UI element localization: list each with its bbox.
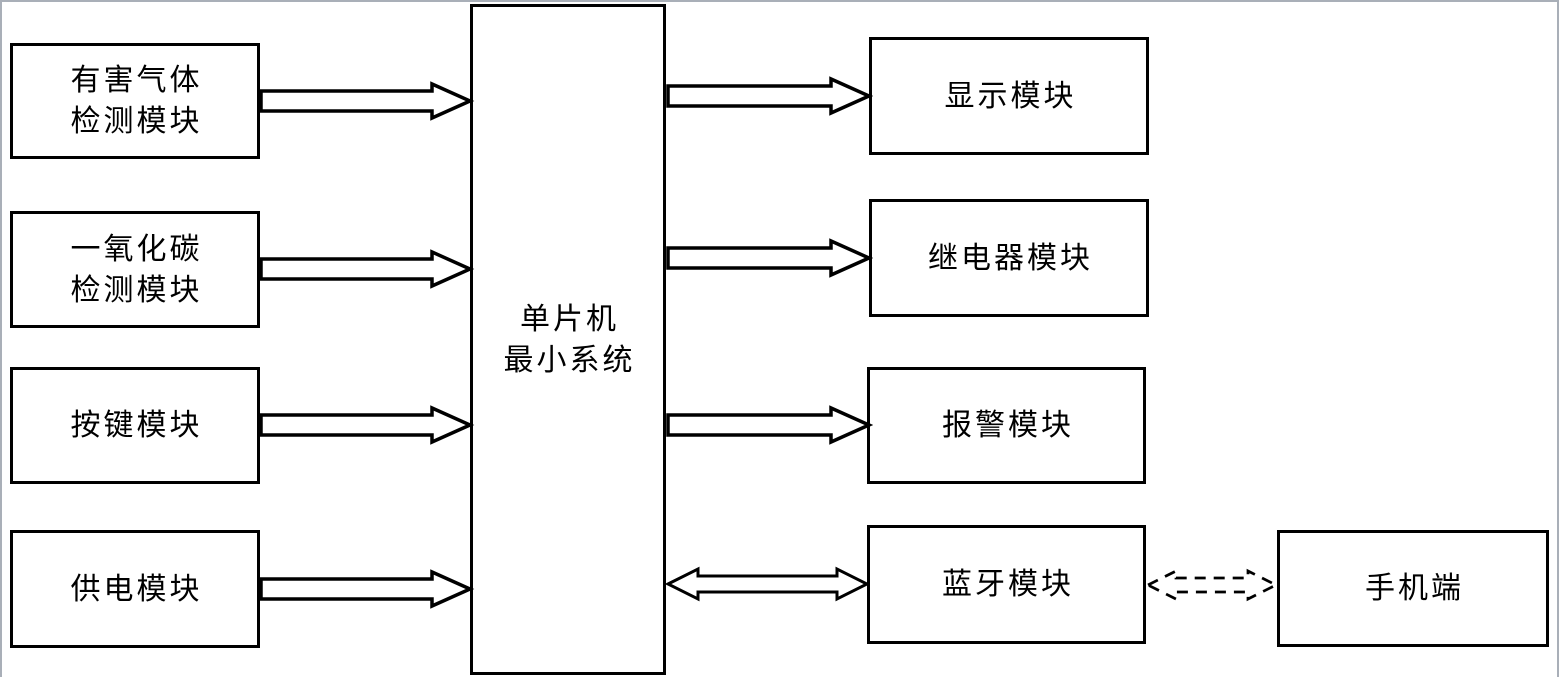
arrow-power-to-mcu [259,569,475,609]
box-label-line: 最小系统 [503,343,636,377]
box-label-line: 显示模块 [944,79,1077,113]
box-label-line: 继电器模块 [928,241,1093,275]
box-label-line: 供电模块 [70,572,203,606]
arrow-co-to-mcu [259,249,475,289]
box-label-line: 一氧化碳 [70,232,203,266]
arrow-mcu-bluetooth-bidirectional [666,566,870,602]
box-label-line: 检测模块 [70,273,203,307]
box-button-module: 按键模块 [10,367,260,484]
box-display-module: 显示模块 [869,37,1149,155]
arrow-mcu-to-display [666,76,873,116]
box-relay-module: 继电器模块 [869,199,1149,317]
arrow-gas-to-mcu [259,81,475,121]
box-power-supply-module: 供电模块 [10,530,260,648]
arrow-mcu-to-relay [666,238,873,278]
box-label-line: 手机端 [1365,572,1464,605]
box-label-line: 按键模块 [70,409,203,442]
box-bluetooth-module: 蓝牙模块 [867,525,1146,644]
box-label-line: 蓝牙模块 [942,568,1074,601]
arrow-buttons-to-mcu [259,405,475,445]
arrow-bluetooth-phone-dashed [1146,568,1278,602]
box-alarm-module: 报警模块 [867,367,1146,484]
box-mcu-minimal-system: 单片机 最小系统 [470,4,666,675]
box-label-line: 有害气体 [70,64,203,97]
box-label-line: 检测模块 [70,105,203,138]
box-carbon-monoxide-detection-module: 一氧化碳 检测模块 [10,211,260,328]
box-label-line: 报警模块 [942,409,1074,442]
box-harmful-gas-detection-module: 有害气体 检测模块 [10,43,260,159]
arrow-mcu-to-alarm [666,405,873,445]
box-label-line: 单片机 [520,302,619,336]
box-phone-client: 手机端 [1277,530,1549,647]
